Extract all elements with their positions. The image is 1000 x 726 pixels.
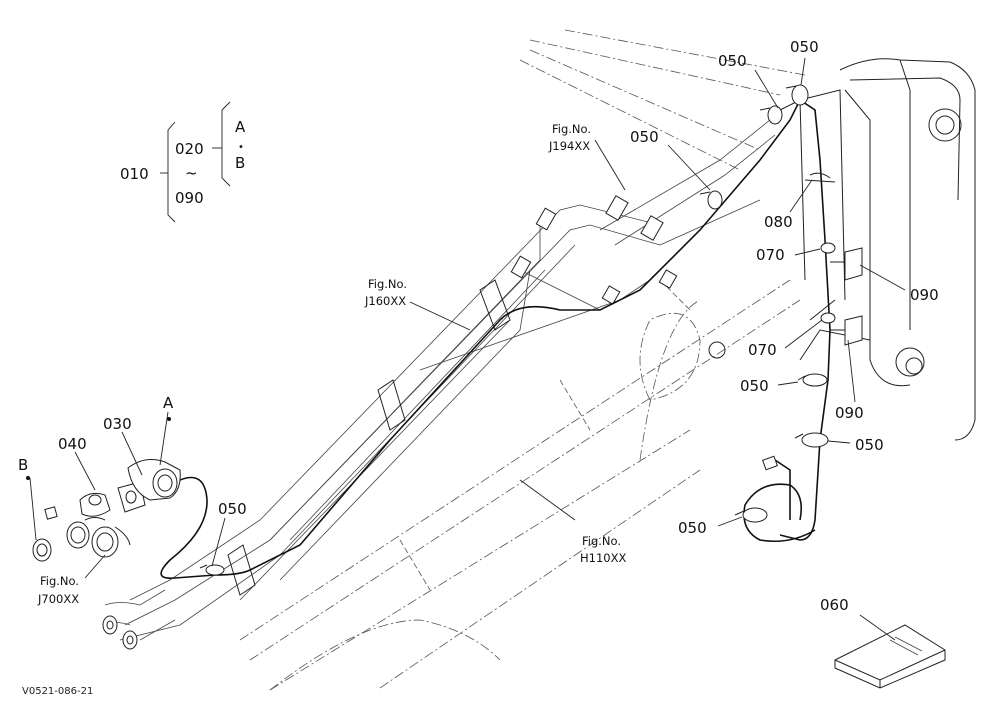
diagram-code: V0521-086-21 bbox=[22, 686, 93, 697]
callout-050-left-lower: 050 bbox=[218, 500, 247, 518]
boom-outline bbox=[239, 29, 806, 691]
fig-ref-j160-line2: J160XX bbox=[364, 294, 406, 308]
callout-050-top-left: 050 bbox=[718, 52, 747, 70]
legend-dot: • bbox=[238, 142, 244, 153]
legend-tilde: ~ bbox=[185, 164, 198, 182]
fig-ref-j700-line2: J700XX bbox=[37, 592, 79, 606]
fig-ref-j700-line1: Fig.No. bbox=[40, 574, 79, 588]
fig-ref-j160-line1: Fig.No. bbox=[368, 277, 407, 291]
legend-top: 020 bbox=[175, 140, 204, 158]
harness-connector bbox=[762, 455, 778, 471]
callout-050-right-lower: 050 bbox=[855, 436, 884, 454]
fig-ref-j194-line2: J194XX bbox=[548, 139, 590, 153]
callout-090-lower: 090 bbox=[835, 404, 864, 422]
legend-variant-a: A bbox=[235, 118, 246, 136]
swing-bracket bbox=[708, 58, 976, 441]
connector-assembly bbox=[32, 459, 181, 562]
wire-harness bbox=[160, 98, 831, 579]
legend-variant-b: B bbox=[235, 154, 245, 172]
callout-090-upper: 090 bbox=[910, 286, 939, 304]
callout-b-dot bbox=[26, 476, 30, 480]
hydraulic-pipes bbox=[102, 119, 776, 650]
fig-ref-j194-line1: Fig.No. bbox=[552, 122, 591, 136]
fig-ref-h110-line1: Fig.No. bbox=[582, 534, 621, 548]
fig-ref-h110-line2: H110XX bbox=[580, 551, 626, 565]
callout-b: B bbox=[18, 456, 28, 474]
leader-lines bbox=[29, 57, 906, 641]
clamps-brackets bbox=[804, 172, 863, 346]
callout-060: 060 bbox=[820, 596, 849, 614]
legend-root: 010 bbox=[120, 165, 149, 183]
callout-050-mid: 050 bbox=[630, 128, 659, 146]
callout-070-upper: 070 bbox=[756, 246, 785, 264]
legend-brackets bbox=[160, 101, 231, 223]
callout-070-lower: 070 bbox=[748, 341, 777, 359]
manual-booklet bbox=[834, 624, 946, 689]
callout-050-bottom-mid: 050 bbox=[678, 519, 707, 537]
callout-a: A bbox=[163, 394, 174, 412]
callout-a-dot bbox=[167, 417, 171, 421]
legend-bottom: 090 bbox=[175, 189, 204, 207]
callout-080: 080 bbox=[764, 213, 793, 231]
callout-050-right-upper: 050 bbox=[740, 377, 769, 395]
callout-050-top-right: 050 bbox=[790, 38, 819, 56]
callout-040: 040 bbox=[58, 435, 87, 453]
callout-030: 030 bbox=[103, 415, 132, 433]
cable-ties bbox=[199, 84, 829, 576]
